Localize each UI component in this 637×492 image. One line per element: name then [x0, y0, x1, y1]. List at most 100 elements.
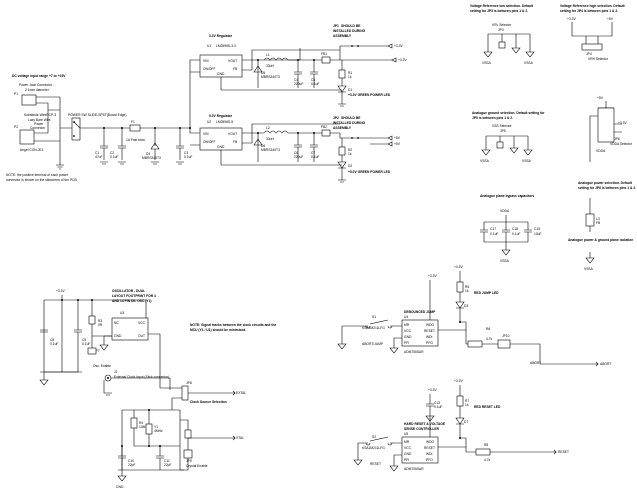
debounce-pin-wdo: WDO [426, 323, 434, 327]
p2-ref: P2 [14, 125, 18, 129]
osc-cap-c8-val: 0.1uF [50, 342, 58, 346]
reset-rail: +3.3V [454, 379, 464, 383]
agnd-section: Analogue ground selection. Default setti… [472, 111, 545, 163]
reg33-title: 3.3V Regulator [209, 34, 233, 38]
jp9-ref: JP9 [186, 459, 192, 463]
reset-ref: U5 [404, 432, 408, 436]
osc-pin-vcc: VCC [138, 321, 146, 325]
reset-switch-part: KSA1M211LFG [362, 446, 385, 450]
cap-c2-ref: C2 [110, 151, 114, 155]
cap-c1-ref: C1 [95, 151, 99, 155]
terminal-label: Lazy Bare Wire [28, 118, 51, 122]
fuse-value: 1A Fast blow [126, 138, 145, 142]
apower-section: +5V JP6 VDDA Selector VDDA Analogue powe… [578, 96, 636, 190]
vrl-title: Voltage Reference low selection. Default [470, 4, 534, 8]
debounce-rail: +3.3V [454, 265, 464, 269]
agnd-selector: VSS Selector [492, 124, 513, 128]
net-extal: EXTAL [236, 391, 246, 395]
reg33-diode-part: MBRS340T3 [261, 75, 280, 79]
osc-ref: U3 [120, 311, 124, 315]
reg5-pin-vin: VIN [203, 132, 209, 136]
reg33-rail-label-2: +3.3V [398, 58, 408, 62]
reg5-jumper-note-2: INSTALLED DURING [333, 121, 366, 125]
reg33-cap-c5-ref: C5 [311, 78, 315, 82]
terminal-label-2: Power [34, 122, 44, 126]
reset-led: D7 [464, 420, 468, 424]
decoupling-c17-val: 0.1uF [490, 232, 498, 236]
input-title: DC voltage input range +7 to +15V [12, 74, 66, 78]
reset-pin-wdo: WDO [426, 440, 434, 444]
oscillator-section: +3.3V C8 0.1uF C9 0.1uF R3 0R JP7 Osc. E… [39, 289, 276, 489]
debounce-pin-mr: MR [404, 323, 410, 327]
reg33-pin-gnd: GND [217, 72, 225, 76]
power-jack-symbol [19, 94, 60, 145]
debounce-switch-part: KSA1M211LFG [362, 326, 385, 330]
reset-switch-label: RESET [370, 462, 381, 466]
osc-pin-gnd: GND [114, 334, 122, 338]
reg5-rail-label-2: +5V [394, 142, 401, 146]
reg5-jumper-note: SHOULD BE [341, 116, 361, 120]
reg5-led-resistor-val: 1k [348, 152, 352, 156]
cap-c3-val: 0.1uF [184, 155, 192, 159]
reg33-rail-label: +3.3V [394, 44, 404, 48]
vrl-ref: JP3 [498, 28, 504, 32]
debounce-switch-label: ABORT/JUMP [362, 342, 384, 346]
input-note-2: connector is shown on the silkscreen of … [6, 178, 78, 182]
reg5-inductor-val: 33uH [266, 137, 275, 141]
cap-c1-val: 47uF [95, 155, 103, 159]
crystal-ref: Y1 [154, 425, 158, 429]
osc-jumper: JP7 [94, 349, 100, 353]
debounce-section: +3.3V R5 1k D3 RED JUMP LED +3.3V DEBOUN… [337, 265, 611, 367]
reg33-jumper-note-3: ASSEMBLY [333, 34, 352, 38]
agnd-gnd-2: VSSA [522, 159, 532, 163]
crystal-val: 4MHz [154, 429, 163, 433]
debounce-pin-pfo: PFO [426, 341, 433, 345]
terminal-label-3: Connector [30, 126, 46, 130]
fuse-ref: F1 [131, 120, 135, 124]
input-capacitors: C1 47uF C2 0.1uF D4 MBRS340T3 C3 0.1uF [95, 128, 192, 165]
reg5-ferrite-ref: FB2 [321, 125, 327, 129]
ferrite-ref: L3 [596, 217, 600, 221]
c10-val: 22pF [128, 463, 136, 467]
agnd-title: Analogue ground selection. Default setti… [472, 111, 545, 115]
cap-c3-ref: C3 [184, 151, 188, 155]
vref-low-section: Voltage Reference low selection. Default… [470, 4, 535, 65]
p1-ref: P1 [14, 92, 18, 96]
c11-val: 22pF [164, 463, 172, 467]
reg5-diode-ref: D6 [261, 144, 265, 148]
reg5-cap-c7-ref: C7 [311, 151, 315, 155]
reg33-led-resistor-val: 1k [348, 75, 352, 79]
osc-title-2: LAYOUT FOOTPRINT FOR 4 [112, 294, 156, 298]
reg5-pin-fb: FB [233, 140, 238, 144]
debounce-r6: R6 [486, 327, 490, 331]
reset-net: RESET [558, 450, 569, 454]
debounce-chip [401, 319, 439, 347]
ferrite-val: FB [596, 221, 601, 225]
reset-cap-val: 0.1uF [434, 405, 442, 409]
debounce-pin-rst: RESET [424, 329, 435, 333]
osc-pin-nc: NC [114, 321, 119, 325]
diode-d4-ref: D4 [146, 152, 150, 156]
reset-r7-val: 1k [465, 403, 469, 407]
reg33-jumper-note-2: INSTALLED DURING [333, 29, 366, 33]
apower-rail-2: +3.3V [618, 121, 628, 125]
reg33-inductor-val: 33uH [266, 64, 275, 68]
reg5-jumper-note-3: ASSEMBLY [333, 126, 352, 130]
reg5-rail-label: +5V [394, 136, 401, 140]
diode-d4-part: MBRS340T3 [142, 156, 161, 160]
jack-label: Power Jack Connector - [19, 83, 54, 87]
reg5-ref: U2 [207, 120, 211, 124]
decoupling-c19-val: 10uF [534, 232, 542, 236]
reset-switch: S2 [372, 435, 376, 439]
osc-title: OSCILLATOR - DUAL [112, 289, 145, 293]
osc-cap-c8: C8 [50, 338, 54, 342]
osc-pin-out: OUT [138, 334, 145, 338]
debounce-title: DEBOUNCED JUMP [404, 310, 436, 314]
reg5-part: LM2596S-5 [216, 120, 233, 124]
decoupling-title: Analogue plane bypass capacitors [480, 194, 534, 198]
reset-part: ADM706SAR [404, 467, 424, 471]
ext-clock-label: External Clock Input (Stick connector) [114, 375, 169, 379]
vrh-rail: +3.3V [567, 17, 577, 21]
debounce-led: D3 [464, 304, 468, 308]
